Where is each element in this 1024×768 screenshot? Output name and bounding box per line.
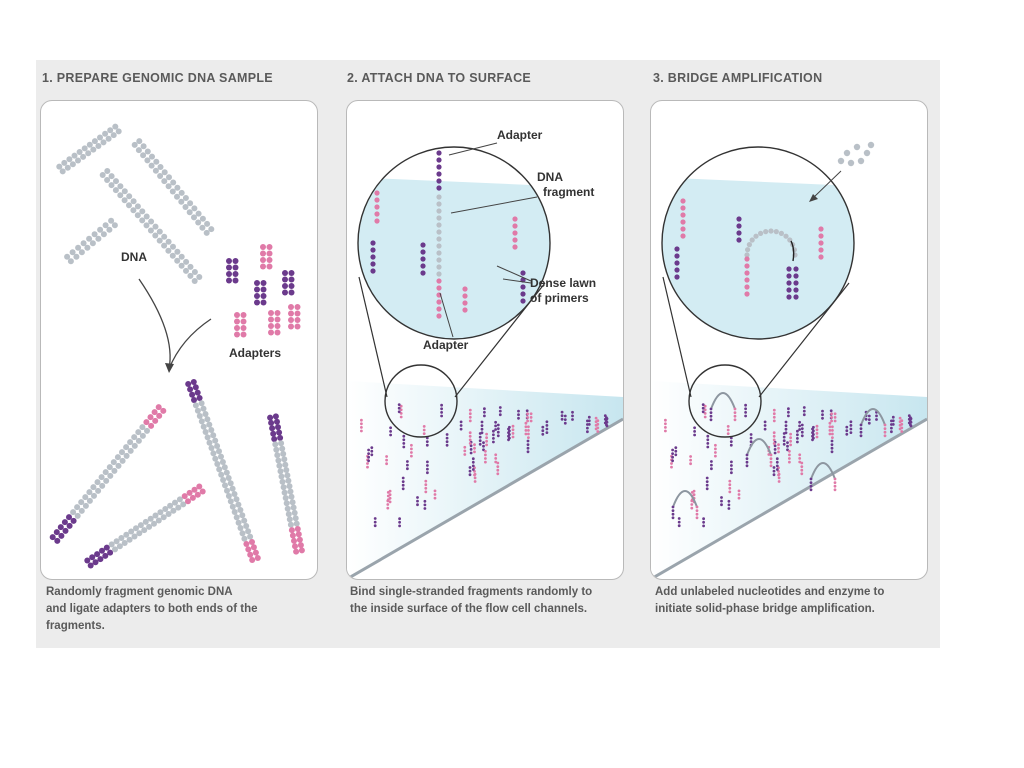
- caption-line: Randomly fragment genomic DNA: [46, 586, 233, 598]
- step-3-caption: Add unlabeled nucleotides and enzyme to …: [655, 584, 884, 618]
- inset-bridge: [674, 198, 824, 300]
- flow-cell-surface: [651, 381, 927, 579]
- dense-lawn-label-2: of primers: [530, 291, 589, 305]
- inset-primers: [370, 150, 526, 319]
- flow-cell-surface: [347, 381, 623, 579]
- nucleotide-arrowhead: [809, 194, 818, 202]
- caption-line: and ligate adapters to both ends of the: [46, 603, 258, 615]
- surface-edge: [651, 417, 927, 579]
- adapter-bottom-label: Adapter: [423, 338, 469, 352]
- caption-line: fragments.: [46, 620, 105, 632]
- zoom-inset-circle: [661, 146, 855, 340]
- zoom-line-left: [662, 276, 692, 398]
- step-2-caption: Bind single-stranded fragments randomly …: [350, 584, 592, 618]
- step-2-title: 2. ATTACH DNA TO SURFACE: [347, 71, 532, 85]
- surface-edge: [347, 417, 623, 579]
- panel-attach-dna: Adapter DNA fragment Dense lawn of prime…: [346, 100, 624, 580]
- dna-fragment-label-2: fragment: [543, 185, 594, 199]
- panel-prepare-dna: DNA Adapters: [40, 100, 318, 580]
- panel-1-illustration: DNA Adapters: [49, 123, 305, 569]
- panel-3-illustration: [651, 141, 927, 579]
- adapter-top-label: Adapter: [497, 128, 543, 142]
- inset-annotations: Adapter DNA fragment Dense lawn of prime…: [423, 128, 596, 352]
- zoom-inset-circle: [357, 146, 551, 340]
- caption-line: the inside surface of the flow cell chan…: [350, 603, 588, 615]
- zoom-line-left: [358, 276, 388, 398]
- ligated-fragments: [49, 379, 305, 569]
- zoom-spot: [384, 364, 458, 438]
- dna-label: DNA: [121, 250, 147, 264]
- dna-fragment-label-1: DNA: [537, 170, 563, 184]
- panel-2-illustration: Adapter DNA fragment Dense lawn of prime…: [347, 128, 623, 579]
- arrowhead: [165, 363, 174, 373]
- surface-primers: [664, 392, 913, 528]
- surface-primers: [360, 403, 609, 528]
- nucleotide-arrow: [812, 170, 842, 199]
- zoom-spot: [688, 364, 762, 438]
- free-nucleotides: [837, 141, 875, 167]
- panel-bridge-amplification: [650, 100, 928, 580]
- sequencing-figure: 1. PREPARE GENOMIC DNA SAMPLE 2. ATTACH …: [36, 60, 940, 648]
- genomic-dna-strands: [56, 123, 215, 284]
- step-1-title: 1. PREPARE GENOMIC DNA SAMPLE: [42, 71, 273, 85]
- caption-line: initiate solid-phase bridge amplificatio…: [655, 603, 875, 615]
- ligation-arrow: [138, 278, 171, 370]
- ligation-arrow-link: [168, 318, 212, 370]
- caption-line: Bind single-stranded fragments randomly …: [350, 586, 593, 598]
- caption-line: Add unlabeled nucleotides and enzyme to: [655, 586, 885, 598]
- adapter-pool: [226, 244, 301, 338]
- step-1-caption: Randomly fragment genomic DNA and ligate…: [46, 584, 258, 635]
- adapters-label: Adapters: [229, 346, 281, 360]
- dense-lawn-label-1: Dense lawn: [530, 276, 596, 290]
- step-3-title: 3. BRIDGE AMPLIFICATION: [653, 71, 823, 85]
